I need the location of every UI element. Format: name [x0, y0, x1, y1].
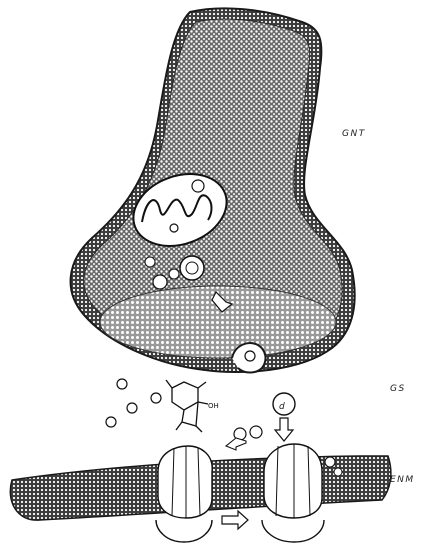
bound-transmitter	[325, 457, 335, 467]
transmitter-molecule	[106, 417, 116, 427]
binding-arrow	[226, 438, 246, 450]
cleft-label: GS	[390, 384, 406, 394]
transmitter-molecule	[117, 379, 127, 389]
transmitter-molecule	[250, 426, 262, 438]
membrane-label: ENM	[390, 475, 415, 485]
receptor-channel-left	[156, 446, 212, 542]
transmitter-molecule	[127, 403, 137, 413]
molecule-structure	[166, 380, 208, 432]
synaptic-vesicle	[153, 275, 167, 289]
fusing-vesicle	[245, 351, 255, 361]
hydroxyl-label: OH	[208, 402, 219, 410]
mitochondrion-granule	[170, 224, 178, 232]
synaptic-vesicle	[169, 269, 179, 279]
terminal-label: GNT	[342, 129, 366, 139]
transmitter-molecule	[151, 393, 161, 403]
ion-arrow	[275, 418, 293, 441]
bound-transmitter	[334, 468, 342, 476]
ion-marker: d	[273, 393, 295, 441]
synaptic-vesicle	[180, 256, 204, 280]
mitochondrion-granule	[192, 180, 204, 192]
conformation-arrow	[222, 511, 248, 529]
ion-symbol: d	[279, 402, 286, 412]
synaptic-vesicle	[145, 257, 155, 267]
